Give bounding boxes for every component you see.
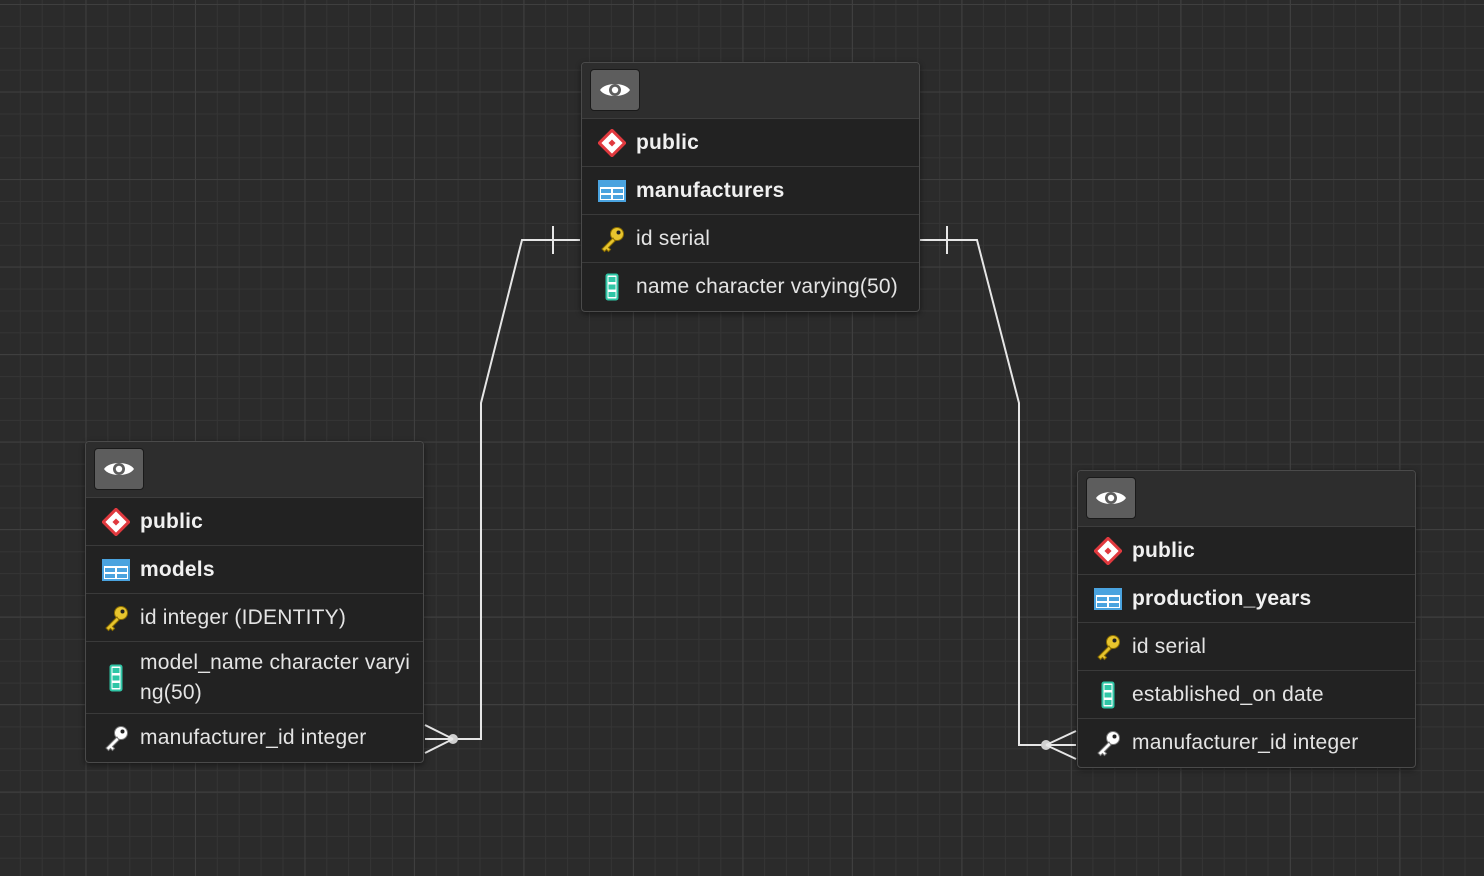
table-icon	[1094, 585, 1122, 613]
column-label: established_on date	[1132, 682, 1324, 706]
schema-icon	[1094, 536, 1122, 565]
column-label: manufacturer_id integer	[140, 726, 367, 749]
schema-icon	[102, 507, 130, 536]
column-label: name character varying(50)	[636, 275, 898, 298]
view-table-button[interactable]	[94, 448, 144, 490]
foreign-key-icon	[102, 724, 130, 752]
column-label: id serial	[636, 226, 711, 250]
table-name-label: models	[140, 557, 215, 581]
many-marker-dot	[1041, 740, 1051, 750]
eye-icon	[1096, 492, 1126, 504]
schema-label: public	[636, 130, 700, 154]
view-table-button[interactable]	[590, 69, 640, 111]
table-header	[582, 63, 919, 119]
column-label: model_name character varying(50)	[140, 650, 411, 704]
column-label: id serial	[1132, 634, 1207, 658]
primary-key-icon	[102, 604, 130, 632]
column-row[interactable]: name character varying(50)	[582, 263, 919, 311]
primary-key-icon	[1094, 633, 1122, 661]
view-table-button[interactable]	[1086, 477, 1136, 519]
relation-manufacturers-models[interactable]	[424, 226, 580, 754]
column-row[interactable]: id integer (IDENTITY)	[86, 594, 423, 642]
table-name-label: production_years	[1132, 586, 1312, 610]
many-marker-dot	[448, 734, 458, 744]
column-row[interactable]: manufacturer_id integer	[1078, 719, 1415, 767]
foreign-key-icon	[1094, 729, 1122, 757]
column-row[interactable]: model_name character varying(50)	[86, 642, 423, 714]
column-icon	[598, 273, 626, 301]
table-node-models[interactable]: public models	[85, 441, 424, 763]
table-header	[1078, 471, 1415, 527]
table-node-manufacturers[interactable]: public manufacturers	[581, 62, 920, 312]
column-row[interactable]: id serial	[582, 215, 919, 263]
table-name-row: manufacturers	[582, 167, 919, 215]
eye-icon	[600, 84, 630, 96]
table-icon	[598, 177, 626, 205]
schema-row: public	[1078, 527, 1415, 575]
column-icon	[102, 664, 130, 692]
table-node-production-years[interactable]: public production_years	[1077, 470, 1416, 768]
table-name-label: manufacturers	[636, 178, 785, 202]
column-label: id integer (IDENTITY)	[140, 605, 347, 629]
schema-label: public	[1132, 538, 1196, 562]
column-row[interactable]: id serial	[1078, 623, 1415, 671]
relation-manufacturers-production-years[interactable]	[920, 226, 1077, 760]
table-icon	[102, 556, 130, 584]
column-icon	[1094, 681, 1122, 709]
column-row[interactable]: established_on date	[1078, 671, 1415, 719]
primary-key-icon	[598, 225, 626, 253]
schema-row: public	[86, 498, 423, 546]
schema-label: public	[140, 509, 204, 533]
column-label: manufacturer_id integer	[1132, 731, 1359, 754]
table-name-row: models	[86, 546, 423, 594]
schema-row: public	[582, 119, 919, 167]
column-row[interactable]: manufacturer_id integer	[86, 714, 423, 762]
eye-icon	[104, 463, 134, 475]
schema-icon	[598, 128, 626, 157]
table-header	[86, 442, 423, 498]
table-name-row: production_years	[1078, 575, 1415, 623]
